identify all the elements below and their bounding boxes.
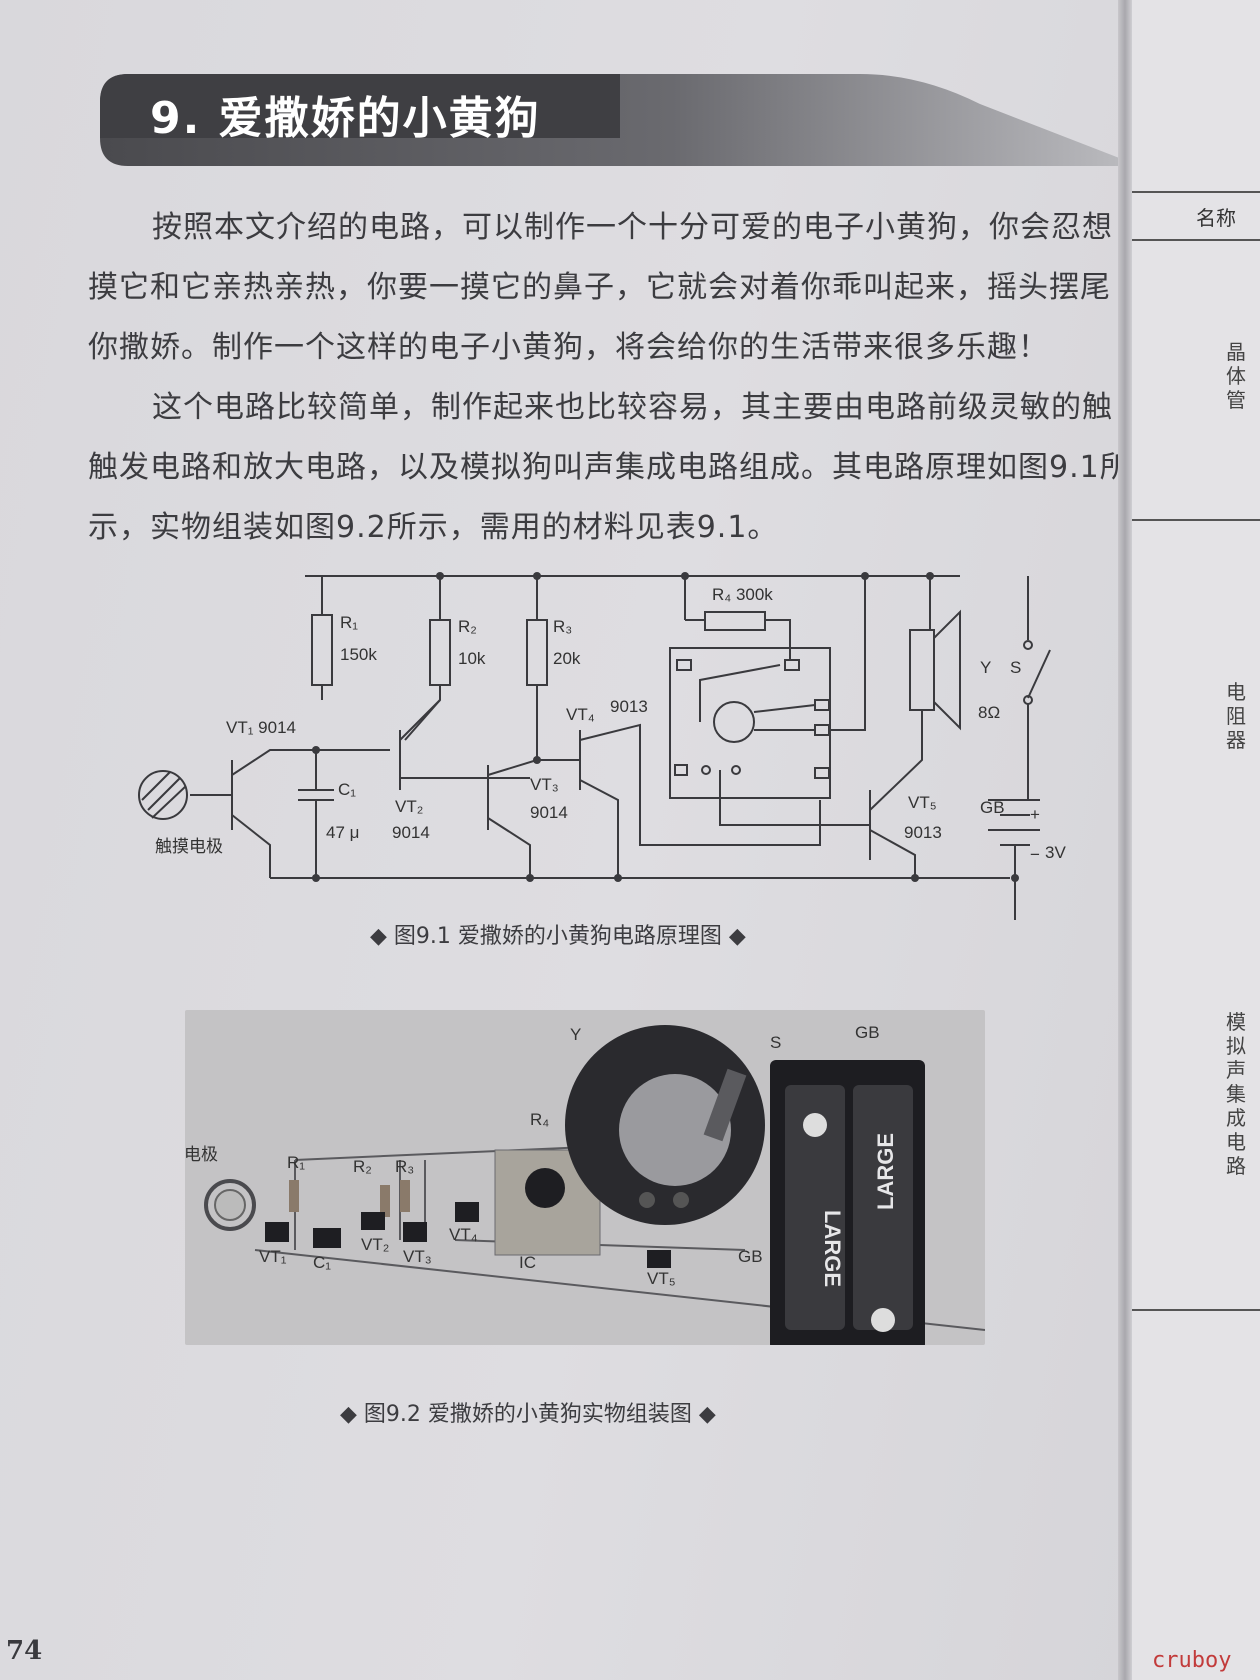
- title-banner: [100, 74, 1128, 166]
- paragraph-intro: 按照本文介绍的电路，可以制作一个十分可爱的电子小黄狗，你会忍想 摸它和它亲热亲热…: [88, 198, 1128, 378]
- vt4-value: 9013: [610, 697, 648, 716]
- vt2-value: 9014: [392, 823, 430, 842]
- paragraph-description: 这个电路比较简单，制作起来也比较容易，其主要由电路前级灵敏的触 触发电路和放大电…: [88, 378, 1128, 558]
- text-line: 示，实物组装如图9.2所示，需用的材料见表9.1。: [88, 510, 779, 545]
- speaker-impedance: 8Ω: [978, 703, 1000, 722]
- table-row-label: 晶体管: [1226, 340, 1246, 412]
- touch-electrode-label: 触摸电极: [185, 1145, 218, 1164]
- r4-label: R₄: [530, 1110, 549, 1129]
- r1-label: R₁: [340, 613, 358, 632]
- r3-label: R₃: [553, 617, 572, 636]
- vt5-label: VT₅: [908, 793, 937, 812]
- r1-value: 150k: [340, 645, 377, 664]
- ic-label: IC: [519, 1253, 536, 1272]
- circuit-schematic: R₁ 150k R₂ 10k R₃ 20k R₄ 300k VT₁ 9014 V…: [138, 572, 1066, 920]
- table-lines: [1132, 191, 1260, 1311]
- vt1-label: VT₁: [259, 1247, 287, 1266]
- table-header: 名称: [1196, 206, 1236, 230]
- battery-label-top: GB: [855, 1023, 880, 1042]
- text-line: 触发电路和放大电路，以及模拟狗叫声集成电路组成。其电路原理如图9.1所: [88, 450, 1128, 485]
- c1-value: 47 μ: [326, 823, 359, 842]
- vt2-label: VT₂: [361, 1235, 389, 1254]
- vt3-label: VT₃: [530, 775, 559, 794]
- battery-brand: LARGE: [820, 1210, 845, 1287]
- book-page-left: 9. 爱撒娇的小黄狗 按照本文介绍的电路，可以制作一个十分可爱的电子小黄狗，你会…: [0, 0, 1128, 1680]
- watermark: cruboy: [1152, 1648, 1232, 1673]
- r2-value: 10k: [458, 649, 486, 668]
- c1-label: C₁: [313, 1253, 331, 1272]
- book-page-right: [1132, 0, 1260, 1680]
- battery-plus: +: [1030, 805, 1040, 824]
- battery-label: GB: [980, 798, 1005, 817]
- r4-label: R₄ 300k: [712, 585, 773, 604]
- battery-brand: LARGE: [873, 1133, 898, 1210]
- page-title: 9. 爱撒娇的小黄狗: [150, 93, 541, 144]
- figure-caption: ◆ 图9.1 爱撒娇的小黄狗电路原理图 ◆: [370, 924, 746, 949]
- switch-label: S: [770, 1033, 781, 1052]
- text-line: 摸它和它亲热亲热，你要一摸它的鼻子，它就会对着你乖叫起来，摇头摆尾: [88, 270, 1111, 305]
- table-row-label: 电阻器: [1226, 680, 1246, 752]
- speaker-label: Y: [980, 658, 991, 677]
- figure-caption: ◆ 图9.2 爱撒娇的小黄狗实物组装图 ◆: [340, 1402, 716, 1427]
- vt3-value: 9014: [530, 803, 568, 822]
- vt4-label: VT₄: [449, 1225, 478, 1244]
- r1-label: R₁: [287, 1153, 305, 1172]
- touch-electrode-label: 触摸电极: [155, 837, 223, 856]
- r2-label: R₂: [353, 1157, 372, 1176]
- c1-label: C₁: [338, 780, 356, 799]
- vt3-label: VT₃: [403, 1247, 432, 1266]
- assembly-illustration: 触摸电极 R₁ R₂ R₃ R₄ VT₁ C₁ VT₂ VT₃ VT₄ IC V…: [150, 1023, 986, 1350]
- vt5-value: 9013: [904, 823, 942, 842]
- table-row-label: 模拟声集成电路: [1226, 1010, 1246, 1178]
- text-line: 你撒娇。制作一个这样的电子小黄狗，将会给你的生活带来很多乐趣！: [88, 330, 1049, 365]
- book-gutter: [1118, 0, 1132, 1680]
- text-line: 按照本文介绍的电路，可以制作一个十分可爱的电子小黄狗，你会忍想: [152, 210, 1113, 245]
- vt5-label: VT₅: [647, 1269, 676, 1288]
- vt4-label: VT₄: [566, 705, 595, 724]
- r3-value: 20k: [553, 649, 581, 668]
- text-line: 这个电路比较简单，制作起来也比较容易，其主要由电路前级灵敏的触: [152, 390, 1113, 425]
- battery-minus: −: [1030, 845, 1040, 864]
- r3-label: R₃: [395, 1157, 414, 1176]
- battery-voltage: 3V: [1045, 843, 1066, 862]
- switch-label: S: [1010, 658, 1021, 677]
- battery-label-side: GB: [738, 1247, 763, 1266]
- assembly-photo: 触摸电极 R₁ R₂ R₃ R₄ VT₁ C₁ VT₂ VT₃ VT₄ IC V…: [150, 1010, 986, 1350]
- page-number: 74: [6, 1636, 43, 1666]
- r2-label: R₂: [458, 617, 477, 636]
- vt2-label: VT₂: [395, 797, 423, 816]
- vt1-label: VT₁ 9014: [226, 718, 296, 737]
- speaker-label: Y: [570, 1025, 581, 1044]
